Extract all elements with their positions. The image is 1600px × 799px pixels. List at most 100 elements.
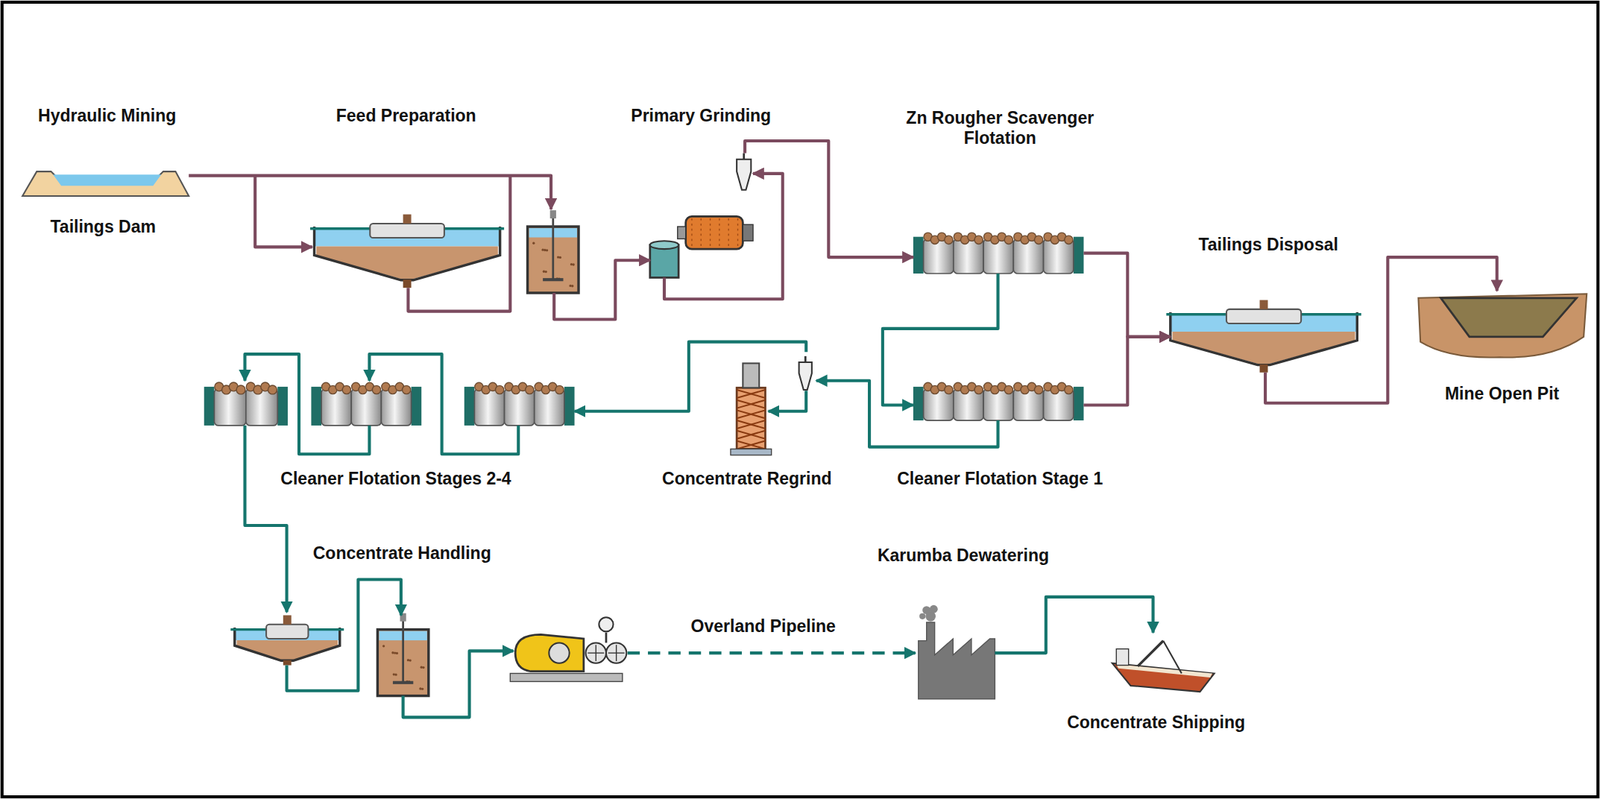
- froth: [555, 385, 564, 394]
- pipe: [287, 580, 402, 692]
- pump-head-line: [595, 644, 597, 662]
- screw: [736, 430, 765, 440]
- pipe: [768, 390, 807, 411]
- froth: [525, 385, 534, 394]
- flow-line: [882, 273, 999, 406]
- cell-end: [913, 386, 924, 421]
- ship-crane: [1163, 641, 1182, 674]
- flow-line: [744, 140, 914, 258]
- process-unit: Zn Rougher Scavenger Flotation: [913, 232, 1085, 274]
- froth: [236, 385, 246, 395]
- pipe: [664, 173, 783, 299]
- slurry-speck: [542, 270, 546, 273]
- screw: [736, 400, 765, 409]
- process-unit: Concentrate Shipping: [1110, 632, 1215, 695]
- thickener-drive: [403, 214, 412, 224]
- stage-label: Primary Grinding: [628, 105, 774, 125]
- thickener-drive: [1260, 300, 1269, 310]
- mill-liner: [709, 218, 711, 247]
- impeller: [542, 278, 563, 282]
- cyclone: [736, 159, 751, 191]
- stage-label: Cleaner Flotation Stage 1: [894, 468, 1105, 489]
- slurry-speck: [556, 255, 560, 258]
- flow-line: [244, 425, 287, 613]
- froth: [944, 235, 953, 244]
- screw: [736, 420, 765, 429]
- stage-label: Cleaner Flotation Stages 2-4: [278, 468, 513, 489]
- slurry-speck: [541, 249, 544, 252]
- screw: [736, 410, 765, 419]
- gauge-stem: [605, 632, 608, 644]
- mill-trunnion: [677, 226, 686, 239]
- cell-end: [913, 237, 924, 274]
- stage-label: Tailings Disposal: [1195, 234, 1340, 255]
- froth: [372, 385, 381, 394]
- smoke: [919, 613, 926, 620]
- flow-line: [627, 651, 916, 655]
- froth: [1064, 235, 1073, 244]
- pump-body: [515, 634, 584, 672]
- underflow-pipe: [283, 660, 292, 666]
- open-pit: [1440, 298, 1577, 337]
- gauge: [598, 617, 613, 632]
- factory: [918, 622, 996, 700]
- cyclone-overflow: [742, 152, 745, 159]
- stage-label: Mine Open Pit: [1442, 383, 1562, 404]
- stage-label: Zn Rougher Scavenger Flotation: [885, 108, 1114, 148]
- process-unit: Concentrate Handling: [234, 612, 628, 696]
- stage-label: Feed Preparation: [334, 105, 479, 125]
- mill-liner: [718, 218, 720, 247]
- ball-mill: [685, 216, 744, 250]
- pipe: [407, 175, 510, 312]
- screw: [736, 440, 765, 449]
- screw: [736, 410, 765, 419]
- ship-hull: [1112, 663, 1215, 692]
- process-unit: Primary Grinding: [650, 152, 756, 278]
- screw: [736, 440, 765, 449]
- mill-motor: [742, 224, 754, 241]
- pump-head: [606, 642, 627, 663]
- process-unit: Mine Open Pit: [1418, 290, 1587, 358]
- pump-head-line: [615, 644, 617, 662]
- slurry-speck: [392, 673, 396, 676]
- process-unit: Cleaner Flotation Stage 1: [913, 382, 1085, 421]
- pump-base: [509, 673, 623, 682]
- flow-line: [816, 380, 999, 448]
- thickener-bridge: [369, 223, 445, 238]
- agitator-shaft: [401, 617, 405, 683]
- process-unit: Karumba Dewatering: [915, 612, 996, 699]
- process-unit: Tailings Disposal: [1170, 310, 1357, 373]
- stage-label: Tailings Dam: [48, 216, 159, 237]
- smoke: [922, 606, 931, 615]
- mill-liner: [700, 218, 702, 247]
- froth: [268, 385, 278, 395]
- stage-label: Concentrate Handling: [310, 543, 494, 563]
- process-unit: Feed Preparation: [314, 209, 579, 294]
- underflow-pipe: [403, 279, 412, 288]
- slurry-speck: [391, 651, 394, 654]
- screw: [736, 430, 765, 440]
- ship-bridge: [1116, 649, 1129, 666]
- screw: [736, 389, 765, 399]
- pipe: [254, 175, 313, 248]
- dam-water: [52, 174, 162, 186]
- froth: [974, 235, 983, 244]
- sump-top: [650, 240, 679, 250]
- froth: [1034, 235, 1043, 244]
- regrind-base: [730, 448, 772, 455]
- froth: [1004, 385, 1013, 394]
- sump: [650, 245, 679, 279]
- smoke: [929, 605, 938, 614]
- stage-label: Concentrate Shipping: [1064, 712, 1248, 733]
- flow-line: [1265, 257, 1498, 404]
- froth: [402, 385, 411, 394]
- process-unit: Cleaner Flotation Stages 2-4: [204, 382, 575, 425]
- process-unit: Concentrate Regrind: [732, 351, 817, 455]
- froth: [495, 385, 505, 394]
- underflow-pipe: [1260, 364, 1269, 373]
- edge-label: Overland Pipeline: [688, 616, 839, 636]
- thickener-bridge: [266, 624, 308, 639]
